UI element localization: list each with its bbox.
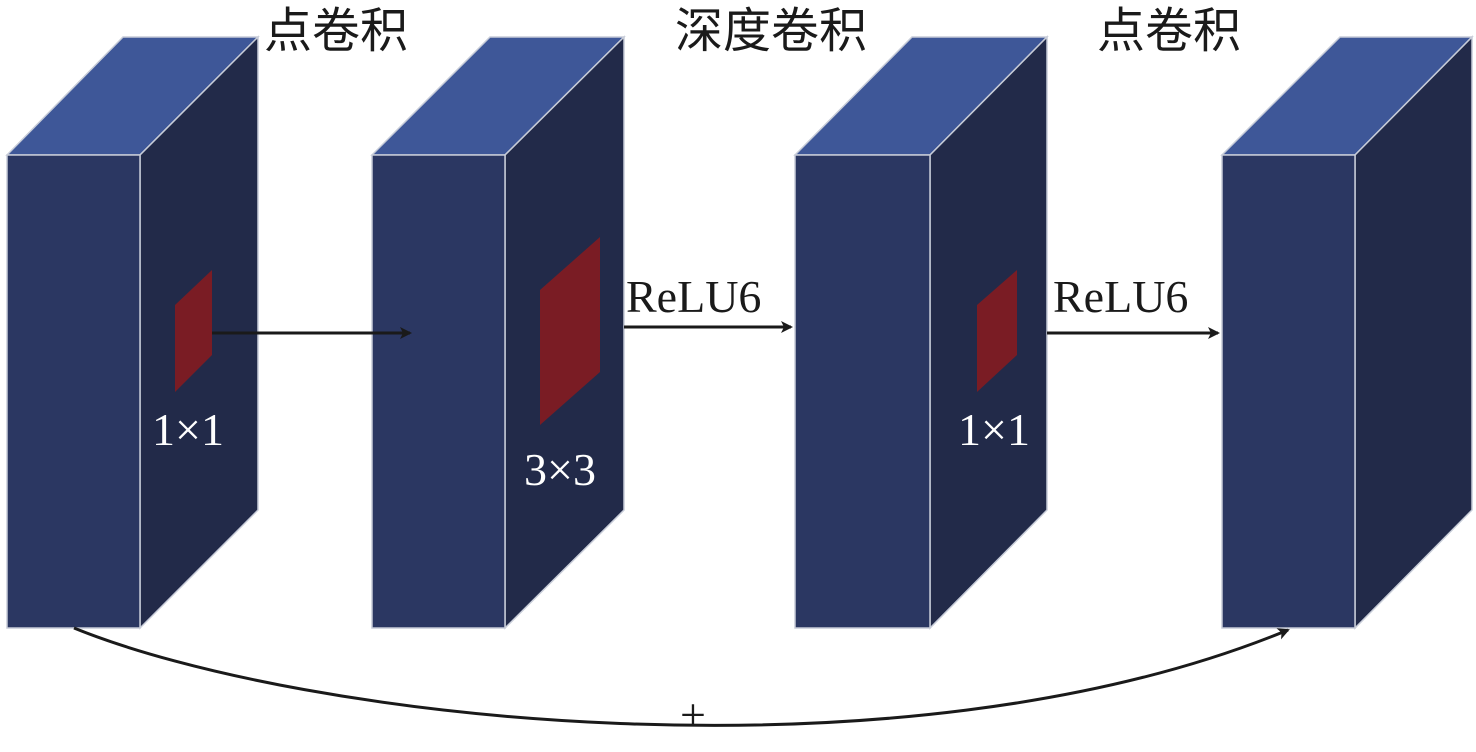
feature-block-3: 1×1 — [793, 35, 1049, 630]
block-1-front — [6, 154, 141, 629]
feature-block-2: 3×3 — [370, 35, 626, 630]
kernel-label-3: 1×1 — [958, 404, 1030, 455]
kernel-3x3 — [540, 237, 600, 425]
block-2-front — [371, 154, 506, 629]
block-3-front — [794, 154, 931, 629]
kernel-1x1-right — [977, 270, 1017, 392]
activation-label-1: ReLU6 — [626, 271, 761, 322]
caption-pointwise-conv-left: 点卷积 — [264, 3, 408, 59]
skip-connection-arrow — [73, 626, 1290, 727]
kernel-label-2: 3×3 — [524, 444, 596, 495]
skip-connection-plus: + — [680, 689, 706, 740]
caption-pointwise-conv-right: 点卷积 — [1097, 3, 1241, 59]
caption-depthwise-conv: 深度卷积 — [675, 3, 867, 59]
block-4-front — [1221, 154, 1356, 629]
activation-label-2: ReLU6 — [1053, 271, 1188, 322]
kernel-1x1-left — [175, 270, 212, 392]
kernel-label-1: 1×1 — [152, 404, 224, 455]
feature-block-4 — [1220, 35, 1474, 630]
feature-block-1: 1×1 — [5, 35, 260, 630]
